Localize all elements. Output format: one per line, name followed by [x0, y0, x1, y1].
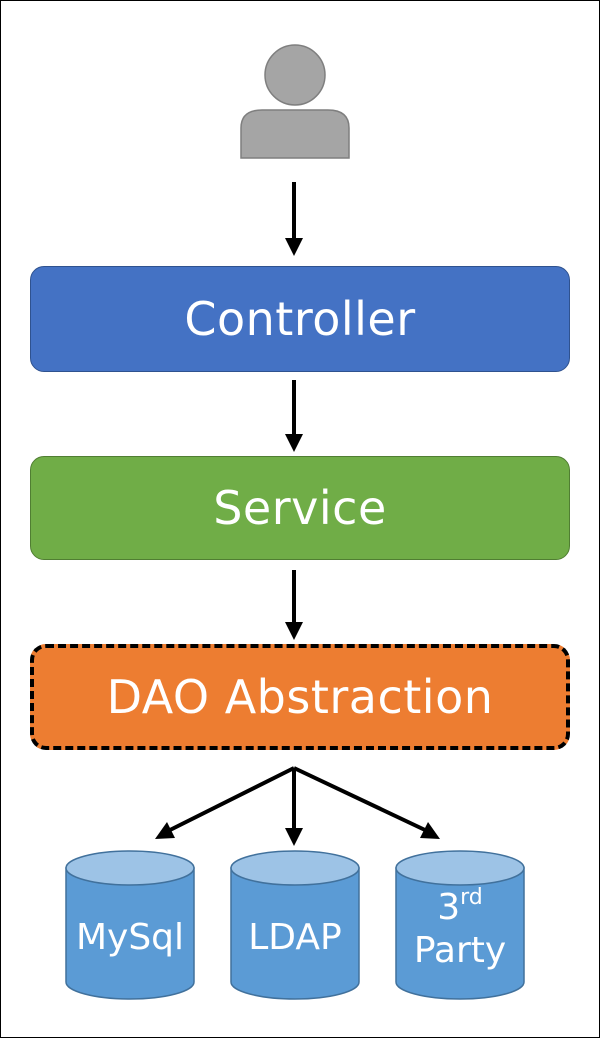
- dao-abstraction-layer: DAO Abstraction: [30, 644, 570, 750]
- mysql-label: MySql: [75, 917, 185, 958]
- arrow-service-to-dao: [285, 570, 303, 640]
- third-party-superscript: rd: [460, 885, 483, 910]
- database-icon: [65, 850, 195, 1000]
- arrow-dao-to-third-party: [293, 766, 440, 839]
- mysql-datastore: MySql: [65, 850, 195, 1000]
- arrow-user-to-controller: [285, 182, 303, 256]
- third-party-number: 3: [437, 887, 461, 928]
- service-layer: Service: [30, 456, 570, 560]
- arrow-dao-to-ldap: [285, 768, 303, 846]
- controller-layer: Controller: [30, 266, 570, 372]
- service-label: Service: [213, 481, 387, 535]
- database-icon: [230, 850, 360, 1000]
- controller-label: Controller: [184, 292, 416, 346]
- third-party-datastore: 3rd Party: [395, 850, 525, 1000]
- database-icon: [395, 850, 525, 1000]
- ldap-datastore: LDAP: [230, 850, 360, 1000]
- third-party-label: 3rd Party: [395, 885, 525, 972]
- arrow-controller-to-service: [285, 380, 303, 452]
- arrow-dao-to-mysql: [155, 766, 295, 839]
- ldap-label: LDAP: [248, 917, 342, 958]
- person-icon: [240, 44, 350, 159]
- third-party-word: Party: [413, 930, 507, 972]
- dao-label: DAO Abstraction: [106, 670, 494, 724]
